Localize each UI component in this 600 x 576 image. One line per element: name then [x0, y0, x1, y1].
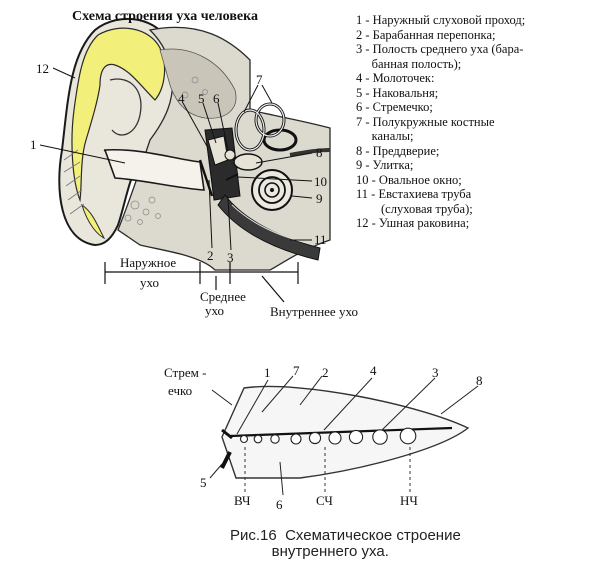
callout-5: 5	[198, 91, 205, 106]
legend-item: 4 - Молоточек:	[356, 71, 435, 85]
bottom-callout-8: 8	[476, 373, 483, 388]
callout-4: 4	[178, 91, 185, 106]
freq-label-high: ВЧ	[234, 493, 251, 508]
legend-item: 1 - Наружный слуховой проход;	[356, 13, 526, 27]
diagram-title: Схема строения уха человека	[72, 9, 258, 24]
callout-1: 1	[30, 137, 37, 152]
region-inner-ear: Внутреннее ухо	[270, 304, 358, 319]
legend-item: каналы;	[356, 129, 414, 143]
freq-label-low: НЧ	[400, 493, 418, 508]
caption-line-1: Рис.16 Схематическое строение	[230, 527, 461, 544]
bottom-callout-3: 3	[432, 365, 439, 380]
pinna	[58, 17, 178, 247]
cochlea	[251, 169, 293, 211]
legend-item: 10 - Овальное окно;	[356, 172, 462, 187]
bottom-callout-1: 1	[264, 365, 271, 380]
stapes-label-line1: Стрем -	[164, 365, 207, 380]
hair-cell-circles	[239, 427, 417, 445]
top-leader-lines	[39, 67, 313, 251]
basilar-membrane	[229, 426, 453, 438]
caption-line-2: внутреннего уха.	[230, 543, 389, 560]
legend-item: 12 - Ушная раковина;	[356, 216, 470, 230]
bottom-callout-6: 6	[276, 497, 283, 512]
callout-6: 6	[213, 91, 220, 106]
callout-12: 12	[36, 61, 49, 76]
eardrum	[198, 159, 214, 197]
legend-item: 3 - Полость среднего уха (бара-	[356, 42, 524, 56]
legend-item: 9 - Улитка;	[356, 158, 414, 172]
ear-canal	[103, 148, 205, 191]
inner-ear-schematic	[209, 375, 479, 496]
freq-label-mid: СЧ	[316, 493, 333, 508]
legend-item: 11 - Евстахиева труба	[356, 187, 472, 201]
bottom-callout-5: 5	[200, 475, 207, 490]
region-outer-ear-line2: ухо	[140, 275, 160, 290]
bottom-callout-2: 2	[322, 365, 329, 380]
legend-item: 7 - Полукружные костные	[356, 114, 495, 129]
bottom-callout-7: 7	[293, 363, 300, 378]
eustachian-tube	[217, 194, 321, 261]
callout-11: 11	[314, 232, 327, 247]
callout-3: 3	[227, 250, 234, 265]
callout-10: 10	[314, 174, 327, 189]
legend-item: 2 - Барабанная перепонка;	[356, 27, 496, 42]
legend-item: (слуховая труба);	[356, 201, 473, 216]
callout-8: 8	[316, 145, 323, 160]
callout-9: 9	[316, 191, 323, 206]
stapes-label-line2: ечко	[168, 383, 193, 398]
legend-item: 5 - Наковальня;	[356, 85, 439, 100]
callout-7: 7	[256, 72, 263, 87]
bottom-callout-4: 4	[370, 363, 377, 378]
legend-item: банная полость);	[356, 56, 462, 71]
callout-2: 2	[207, 248, 214, 263]
legend-item: 6 - Стремечко;	[356, 100, 433, 114]
vestibule	[233, 153, 263, 171]
legend-item: 8 - Преддверие;	[356, 143, 440, 158]
oval-window	[221, 428, 233, 440]
round-window	[220, 451, 232, 469]
region-brackets	[104, 262, 299, 303]
figure-caption: Рис.16 Схематическое строение внутреннег…	[230, 528, 461, 560]
region-middle-ear-line2: ухо	[205, 303, 225, 318]
region-middle-ear-line1: Среднее	[200, 289, 246, 304]
legend-list: 1 - Наружный слуховой проход; 2 - Бараба…	[356, 13, 596, 231]
region-outer-ear-line1: Наружное	[120, 255, 177, 270]
